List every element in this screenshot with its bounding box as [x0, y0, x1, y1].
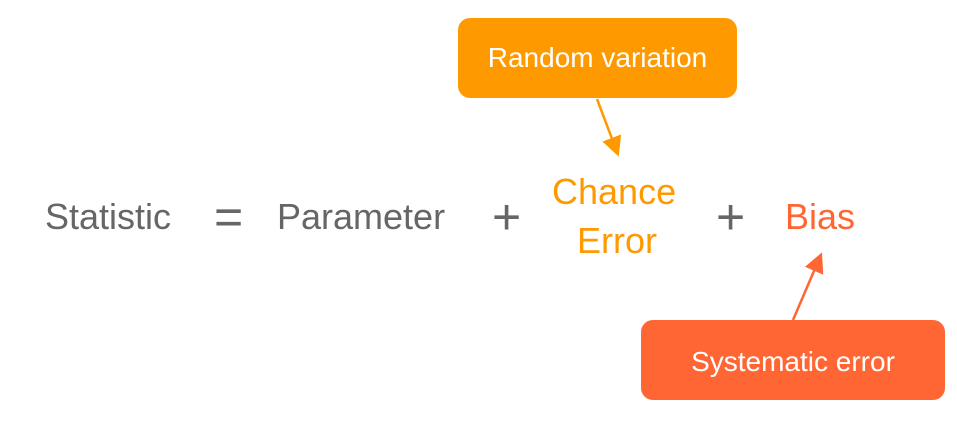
chance-error-line1: Chance — [552, 171, 677, 212]
plus-sign-2: + — [716, 189, 746, 245]
plus-sign-1: + — [492, 189, 522, 245]
random-variation-callout: Random variation — [458, 18, 737, 98]
chance-error-line2: Error — [577, 220, 657, 261]
random-arrow — [595, 98, 622, 157]
bias-term: Bias — [785, 196, 856, 237]
equals-sign: = — [214, 189, 244, 245]
systematic-arrow — [791, 252, 824, 321]
random-variation-label: Random variation — [487, 42, 708, 73]
statistic-term: Statistic — [45, 196, 172, 237]
systematic-error-label: Systematic error — [691, 346, 895, 377]
parameter-term: Parameter — [277, 196, 446, 237]
systematic-error-callout: Systematic error — [641, 320, 945, 400]
